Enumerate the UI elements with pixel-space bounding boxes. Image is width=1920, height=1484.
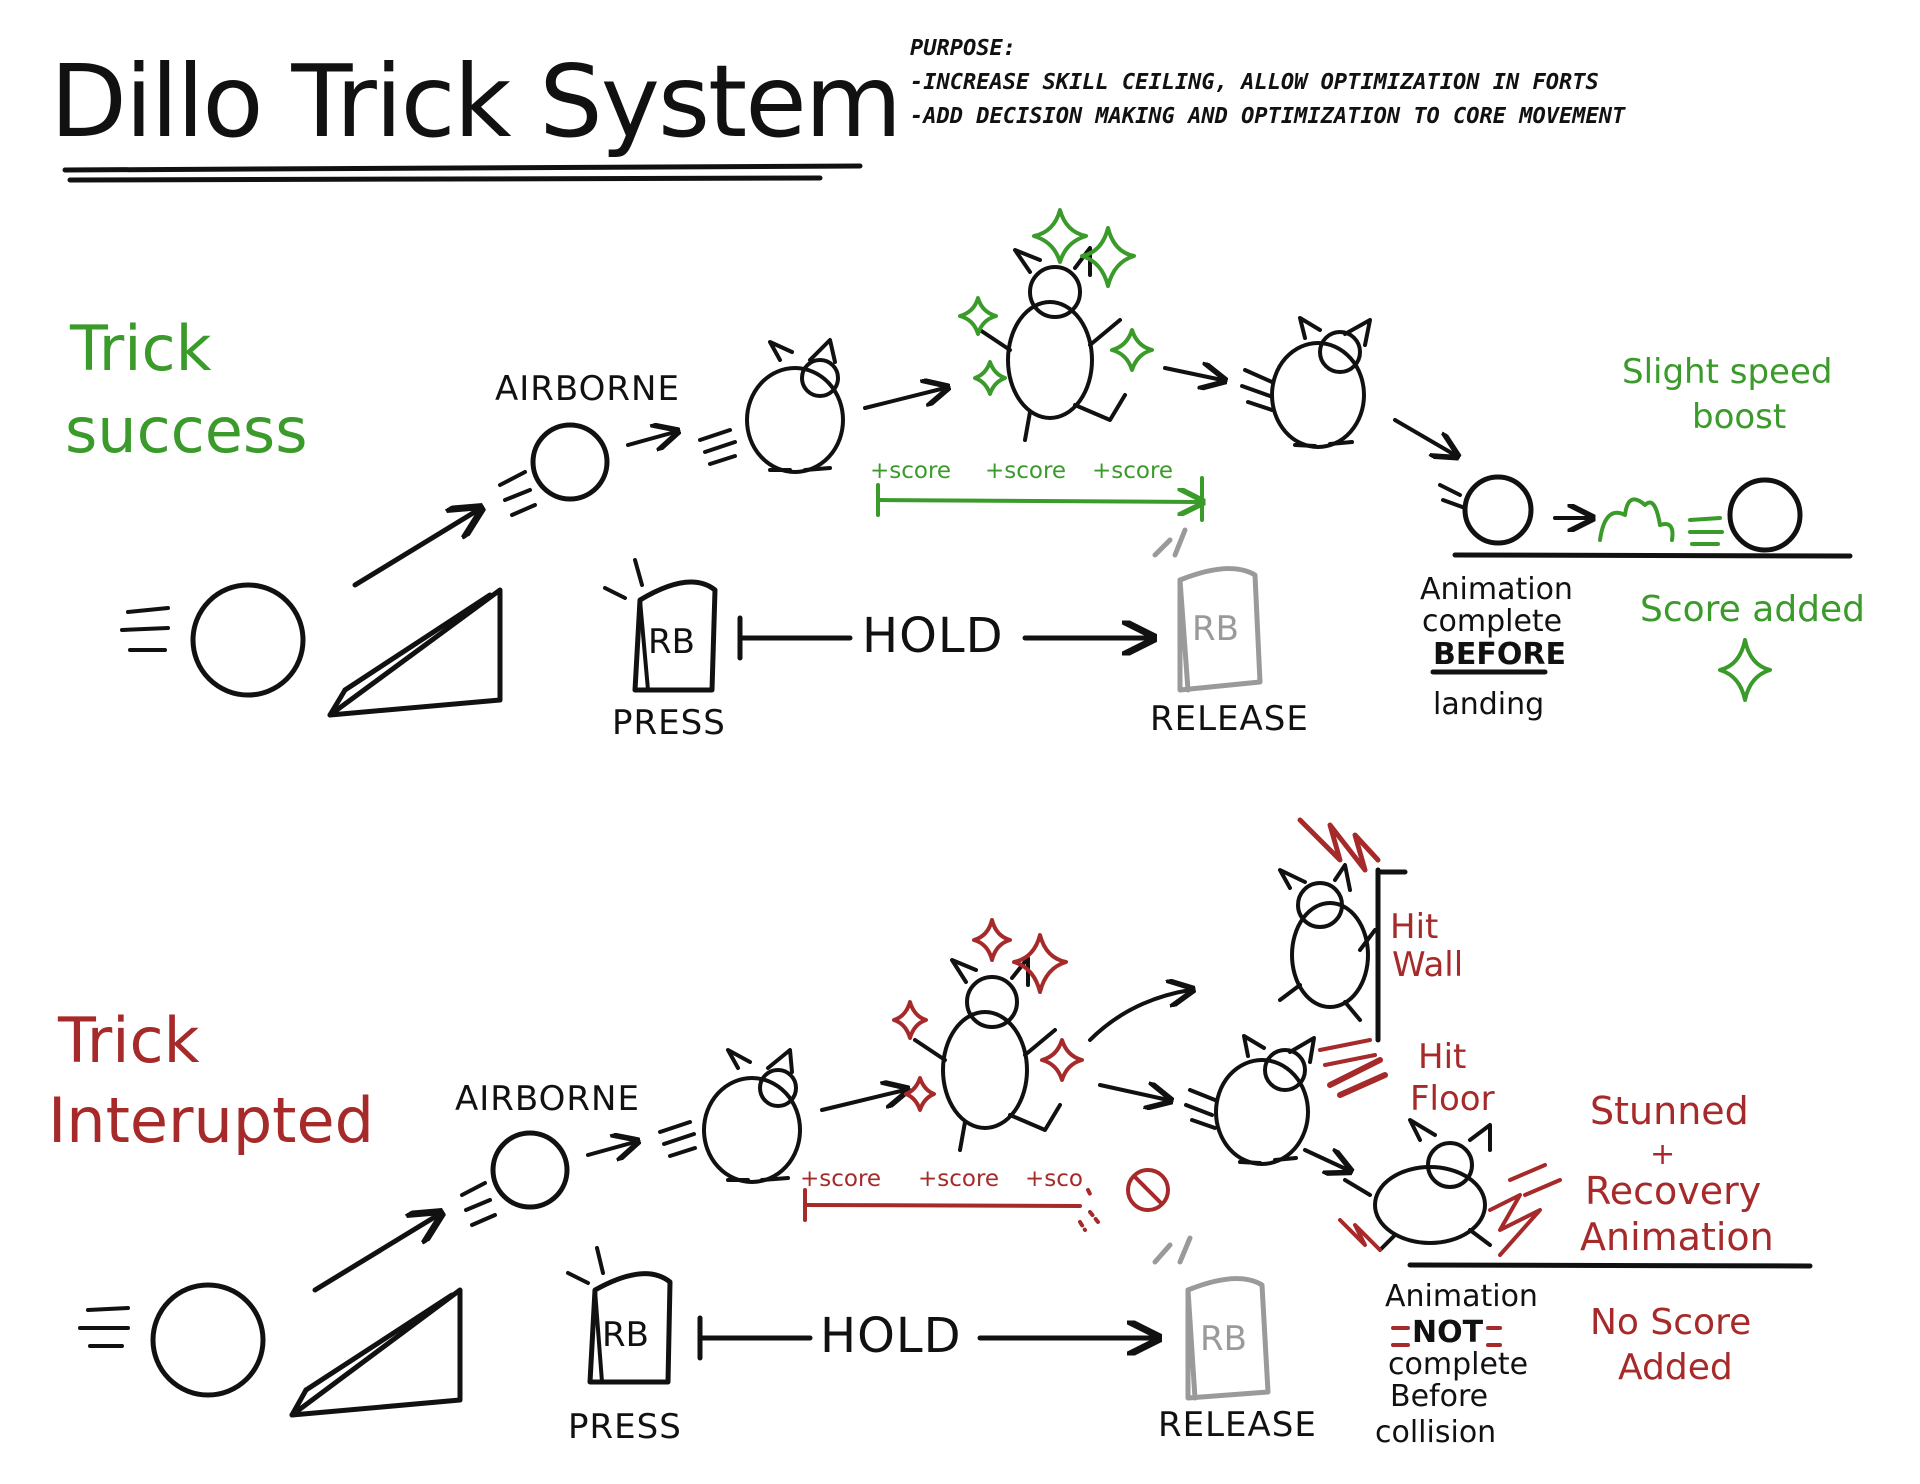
success-ball-landing bbox=[1462, 474, 1534, 546]
fail-dillo-recurl bbox=[1214, 1034, 1316, 1166]
fail-heading-line1: Trick bbox=[58, 1004, 200, 1077]
fail-dillo-floor bbox=[1343, 1118, 1492, 1252]
success-score-2: +score bbox=[985, 458, 1067, 484]
success-rb-pressed bbox=[603, 558, 718, 693]
success-airborne-label: AIRBORNE bbox=[495, 369, 680, 409]
fail-rb-released bbox=[1152, 1235, 1271, 1401]
fail-press-label: PRESS bbox=[568, 1407, 682, 1447]
success-landing-note-4: landing bbox=[1433, 687, 1545, 722]
page-title: Dillo Trick System bbox=[50, 43, 902, 160]
fail-stun-note-2: + bbox=[1650, 1137, 1676, 1172]
fail-hold-label: HOLD bbox=[820, 1308, 962, 1364]
success-rb-pressed-label: RB bbox=[648, 622, 695, 662]
fail-no-score-note-1: No Score bbox=[1590, 1302, 1752, 1343]
fail-stun-note-3: Recovery bbox=[1585, 1169, 1762, 1213]
fail-wall-note-2: Wall bbox=[1392, 945, 1464, 985]
fail-collision-note-3: complete bbox=[1388, 1347, 1529, 1382]
success-landing-note-2: complete bbox=[1422, 604, 1563, 639]
fail-score-1: +score bbox=[800, 1166, 882, 1192]
fail-floor-impact bbox=[1338, 1163, 1562, 1257]
purpose-heading: Purpose: bbox=[910, 36, 1016, 61]
success-dillo-recurl bbox=[1270, 316, 1372, 449]
success-ramp bbox=[327, 587, 503, 718]
success-heading-line2: success bbox=[65, 394, 308, 467]
fail-prohibited-icon bbox=[1126, 1168, 1170, 1212]
fail-heading-line2: Interupted bbox=[48, 1084, 374, 1157]
success-heading-line1: Trick bbox=[70, 312, 212, 385]
purpose-line-1: -Increase skill ceiling, allow optimizat… bbox=[910, 70, 1599, 95]
success-speed-note-2: boost bbox=[1692, 397, 1787, 437]
success-score-3: +score bbox=[1092, 458, 1174, 484]
fail-score-3: +sco bbox=[1025, 1166, 1083, 1192]
fail-dillo-curled bbox=[702, 1048, 802, 1184]
fail-ramp bbox=[289, 1287, 463, 1418]
fail-score-2: +score bbox=[918, 1166, 1000, 1192]
success-landing-note-1: Animation bbox=[1420, 572, 1573, 607]
fail-floor bbox=[1407, 1262, 1813, 1269]
fail-score-bar bbox=[803, 1203, 1082, 1208]
fail-airborne-label: AIRBORNE bbox=[455, 1079, 640, 1119]
success-ball-start bbox=[120, 582, 306, 698]
fail-launch-arrow bbox=[312, 1215, 438, 1293]
success-hold-label: HOLD bbox=[862, 608, 1004, 664]
success-press-label: PRESS bbox=[612, 703, 726, 743]
title-underline bbox=[62, 163, 863, 173]
fail-sparkles bbox=[892, 918, 1084, 1112]
fail-dillo-wall bbox=[1278, 863, 1377, 1022]
success-launch-arrow bbox=[352, 510, 478, 588]
fail-stun-note-4: Animation bbox=[1580, 1215, 1774, 1259]
success-dust bbox=[1598, 497, 1675, 542]
fail-ball-start bbox=[78, 1282, 266, 1398]
purpose-line-2: -Add decision making and optimization to… bbox=[910, 104, 1626, 129]
success-ball-boosted bbox=[1727, 477, 1803, 553]
fail-rb-pressed-label: RB bbox=[602, 1315, 649, 1355]
fail-wall-impact bbox=[1297, 817, 1388, 1098]
success-score-sparkle bbox=[1718, 638, 1772, 702]
fail-floor-note-2: Floor bbox=[1410, 1079, 1495, 1119]
fail-release-label: RELEASE bbox=[1158, 1405, 1317, 1445]
fail-dillo-trick bbox=[913, 956, 1062, 1152]
success-speed-note-1: Slight speed bbox=[1622, 352, 1833, 392]
fail-floor-note-1: Hit bbox=[1418, 1037, 1467, 1077]
success-dillo-curled bbox=[745, 338, 845, 474]
fail-collision-note-5: collision bbox=[1375, 1415, 1497, 1450]
fail-collision-note-1: Animation bbox=[1385, 1279, 1538, 1314]
success-score-bar bbox=[876, 500, 1200, 502]
fail-rb-released-label: RB bbox=[1200, 1319, 1247, 1359]
success-landing-note-3: BEFORE bbox=[1433, 637, 1566, 672]
fail-rb-pressed bbox=[566, 1246, 673, 1385]
success-rb-released bbox=[1152, 527, 1263, 693]
fail-wall-note-1: Hit bbox=[1390, 907, 1439, 947]
fail-ball-airborne bbox=[460, 1130, 570, 1227]
fail-collision-note-2: NOT bbox=[1412, 1315, 1484, 1350]
success-rb-released-label: RB bbox=[1192, 609, 1239, 649]
fail-collision-note-4: Before bbox=[1390, 1379, 1489, 1414]
success-ground bbox=[1452, 552, 1853, 559]
fail-no-score-note-2: Added bbox=[1618, 1347, 1733, 1388]
success-ball-airborne bbox=[498, 422, 610, 517]
success-dillo-trick bbox=[978, 246, 1127, 442]
success-release-label: RELEASE bbox=[1150, 699, 1309, 739]
success-score-note: Score added bbox=[1640, 589, 1866, 630]
success-sparkles bbox=[958, 208, 1154, 396]
success-score-1: +score bbox=[870, 458, 952, 484]
fail-stun-note-1: Stunned bbox=[1590, 1089, 1749, 1133]
